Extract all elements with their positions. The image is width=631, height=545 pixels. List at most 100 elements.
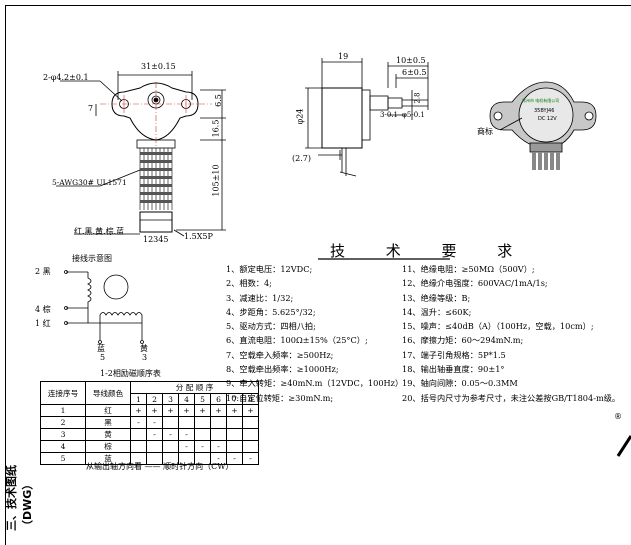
- table-row: 2 黑 - -: [40, 416, 259, 429]
- cell: -: [210, 452, 227, 465]
- motor-top-view: [489, 81, 597, 170]
- requirement-item: 8、空载牵出频率：≥1000Hz;: [226, 364, 339, 375]
- cell: [226, 416, 243, 429]
- step-header: 7: [226, 393, 243, 405]
- cell: -: [162, 428, 179, 441]
- table-row: 3 黄 - - -: [40, 428, 259, 441]
- motor-label-3: DC 12V: [538, 116, 557, 122]
- dim-hole: 2-φ4.2±0.1: [43, 73, 89, 82]
- cell: [242, 440, 259, 453]
- brand-label: 商标: [477, 127, 493, 136]
- header-color: 导线颜色: [85, 381, 131, 405]
- wire-label-brown: 4 棕: [35, 305, 51, 314]
- row-no: 5: [40, 452, 86, 465]
- step-header: 4: [178, 393, 195, 405]
- header-no: 连接序号: [40, 381, 86, 405]
- dim-6: 6±0.5: [402, 68, 427, 77]
- front-view: [56, 71, 226, 237]
- row-no: 4: [40, 440, 86, 453]
- cell: [242, 428, 259, 441]
- cell: [162, 416, 179, 429]
- cell: -: [130, 416, 147, 429]
- cell: [162, 440, 179, 453]
- requirement-item: 7、空载牵入频率：≥500Hz;: [226, 349, 334, 360]
- cell: -: [178, 440, 195, 453]
- requirement-item: 17、端子引角规格：5P*1.5: [402, 349, 506, 360]
- cell: +: [178, 404, 195, 417]
- cell: +: [242, 404, 259, 417]
- cell: +: [210, 404, 227, 417]
- cell: -: [146, 416, 163, 429]
- wire-num-3: 3: [142, 353, 148, 362]
- cell: +: [162, 404, 179, 417]
- cell: [146, 440, 163, 453]
- row-color: 棕: [85, 440, 131, 453]
- cell: [242, 416, 259, 429]
- requirement-item: 3、减速比：1/32;: [226, 292, 294, 303]
- step-header: 6: [210, 393, 227, 405]
- partial-logo: [616, 435, 631, 457]
- cell: +: [146, 404, 163, 417]
- dim-3: 3-0.1: [380, 111, 398, 119]
- cell: [210, 416, 227, 429]
- table-footer: 从输出轴方向看 —— 顺时针方向（CW）: [86, 462, 234, 471]
- dim-2-8: 2.8: [413, 92, 422, 104]
- step-header: 5: [194, 393, 211, 405]
- dim-10: 10±0.5: [396, 56, 426, 65]
- dim-width: 31±0.15: [141, 62, 176, 71]
- cell: -: [242, 452, 259, 465]
- dim-5: φ5-0.1: [402, 111, 425, 119]
- requirements-left: 1、额定电压：12VDC; 2、相数：4; 3、减速比：1/32; 4、步距角：…: [226, 262, 403, 405]
- motor-label-2: 35BYJ46: [534, 108, 555, 114]
- step-header: 8: [242, 393, 259, 405]
- drawing-frame: [5, 5, 631, 545]
- row-no: 3: [40, 428, 86, 441]
- requirement-item: 1、额定电压：12VDC;: [226, 264, 313, 274]
- table-row: 1 红 + + + + + + + +: [40, 404, 259, 417]
- requirements-right: 11、绝缘电阻：≥50MΩ（500V）; 12、绝缘介电强度：600VAC/1m…: [402, 262, 620, 405]
- row-color: 黄: [85, 428, 131, 441]
- step-header: 2: [146, 393, 163, 405]
- cell: +: [130, 404, 147, 417]
- cell: +: [226, 404, 243, 417]
- dim-left: 7: [88, 104, 94, 113]
- wire-label-yellow: 黄: [140, 344, 148, 353]
- table-row: 4 棕 - - -: [40, 440, 259, 453]
- requirement-item: 18、输出轴垂直度：90±1°: [402, 364, 505, 375]
- side-view: [305, 58, 429, 177]
- cell: -: [226, 452, 243, 465]
- wire-label-red: 1 红: [35, 319, 51, 328]
- requirement-item: 19、轴向间隙：0.05～0.3MM: [402, 378, 518, 389]
- row-no: 2: [40, 416, 86, 429]
- requirement-item: 12、绝缘介电强度：600VAC/1mA/1s;: [402, 278, 548, 289]
- wire-num-5: 5: [100, 353, 106, 362]
- requirement-item: 20、括号内尺寸为参考尺寸，未注公差按GB/T1804-m级。: [402, 392, 621, 403]
- row-no: 1: [40, 404, 86, 417]
- cell: -: [146, 428, 163, 441]
- step-header: 1: [130, 393, 147, 405]
- wire-spec: 5-AWG30# UL1571: [52, 178, 127, 187]
- cell: [194, 428, 211, 441]
- wiring-title: 接线示意图: [72, 254, 112, 263]
- dim-24: φ24: [295, 108, 305, 125]
- sequence-caption: 1-2相励磁顺序表: [100, 369, 161, 378]
- requirement-item: 5、驱动方式：四相八拍;: [226, 321, 316, 332]
- row-color: 红: [85, 404, 131, 417]
- registered-mark: ®: [614, 412, 622, 421]
- cell: [178, 416, 195, 429]
- requirement-item: 2、相数：4;: [226, 278, 272, 289]
- wire-label-black: 2 黑: [35, 267, 51, 276]
- table-row: 5 蓝 - - -: [40, 452, 259, 465]
- cell: -: [178, 428, 195, 441]
- requirement-item: 14、温升：≤60K;: [402, 306, 472, 317]
- cell: [194, 416, 211, 429]
- requirement-item: 9、牵入转矩：≥40mN.m（12VDC，100Hz）: [226, 378, 404, 389]
- dim-2-7: (2.7): [292, 154, 311, 163]
- cell: +: [194, 404, 211, 417]
- cell: -: [194, 440, 211, 453]
- section-label: 三、技术图纸（DWG）: [5, 465, 34, 531]
- wire-label-blue: 蓝: [97, 344, 105, 353]
- header-order: 分 配 顺 序: [130, 381, 259, 394]
- row-color: 黑: [85, 416, 131, 429]
